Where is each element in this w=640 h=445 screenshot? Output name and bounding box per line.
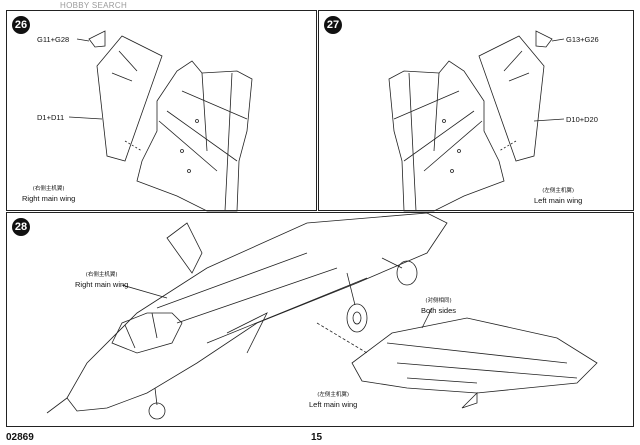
step-28-aircraft-drawing [46, 213, 598, 420]
step-27-badge: 27 [324, 16, 342, 34]
caption-en: Left main wing [534, 196, 583, 205]
step-26-wing-drawing [68, 30, 253, 212]
step-27-caption: (左侧主机翼) Left main wing [534, 187, 582, 205]
part-label-g11-g28: G11+G28 [37, 35, 70, 44]
caption-cn: (左侧主机翼) [542, 188, 575, 194]
step-28-panel: 28 [6, 212, 634, 427]
step-28-badge: 28 [12, 218, 30, 236]
caption-en: Right main wing [22, 194, 76, 203]
watermark: HOBBY SEARCH [60, 1, 128, 10]
right-wing-en: Right main wing [75, 280, 129, 289]
right-wing-cn: (右侧主机翼) [85, 272, 118, 278]
left-wing-cn: (左侧主机翼) [317, 392, 350, 398]
caption-cn: (右侧主机翼) [32, 186, 65, 192]
kit-number: 02869 [6, 432, 34, 443]
page-number: 15 [311, 432, 323, 443]
step-27-panel: 27 G13+G26 D10+D20 (左侧主机翼) Left main win… [318, 10, 634, 212]
part-label-g13-g26: G13+G26 [566, 35, 599, 44]
part-label-d10-d20: D10+D20 [566, 115, 598, 124]
left-wing-caption: (左侧主机翼) Left main wing [309, 391, 357, 409]
right-wing-caption: (右侧主机翼) Right main wing [75, 271, 128, 289]
step-26-panel: 26 G11+G28 D1+D11 (右侧主机翼) Right main win… [6, 10, 317, 212]
step-27-wing-drawing [388, 30, 565, 212]
step-26-caption: (右侧主机翼) Right main wing [22, 185, 75, 203]
left-wing-en: Left main wing [309, 400, 358, 409]
both-sides-cn: (对侧相同) [425, 298, 452, 304]
both-sides-en: Both sides [421, 306, 457, 315]
both-sides-caption: (对侧相同) Both sides [421, 297, 456, 315]
part-label-d1-d11: D1+D11 [37, 113, 65, 122]
step-26-badge: 26 [12, 16, 30, 34]
